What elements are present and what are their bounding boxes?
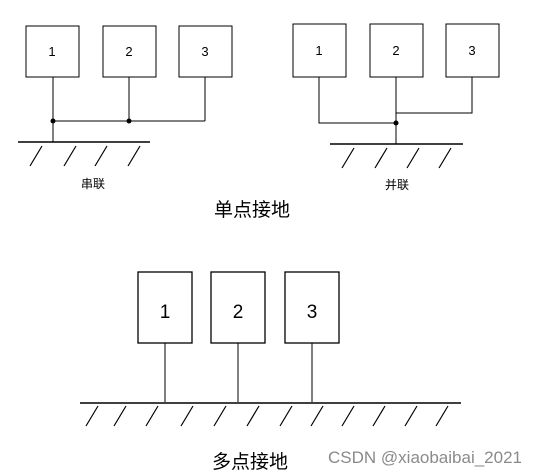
multi-point-title: 多点接地 — [212, 451, 288, 473]
series-ground-symbol — [18, 141, 150, 167]
series-box-2-label: 2 — [125, 44, 132, 59]
series-node-2 — [126, 118, 132, 124]
series-box-3-label: 3 — [201, 44, 208, 59]
parallel-node — [393, 120, 399, 126]
parallel-wire-1 — [318, 77, 396, 124]
parallel-box-3 — [445, 23, 500, 78]
parallel-box-2-label: 2 — [392, 43, 399, 58]
multi-box-3-label: 3 — [307, 302, 318, 323]
multi-box-1-label: 1 — [160, 302, 171, 323]
parallel-wire-3 — [396, 77, 473, 114]
csdn-watermark: CSDN @xiaobaibai_2021 — [328, 448, 522, 467]
parallel-caption: 并联 — [385, 178, 409, 192]
series-grounding: 1 2 3 串联 — [18, 25, 233, 191]
series-box-1-label: 1 — [48, 44, 55, 59]
series-box-1 — [25, 25, 80, 78]
parallel-box-1-label: 1 — [315, 43, 322, 58]
parallel-box-3-label: 3 — [468, 43, 475, 58]
multi-box-1 — [137, 271, 193, 344]
multi-ground-symbol — [80, 402, 461, 427]
single-point-title: 单点接地 — [214, 199, 290, 221]
multi-box-2-label: 2 — [233, 302, 244, 323]
series-caption: 串联 — [81, 177, 105, 191]
parallel-box-2 — [369, 23, 424, 78]
parallel-ground-symbol — [330, 143, 463, 169]
series-box-2 — [102, 25, 157, 78]
series-node-1 — [50, 118, 56, 124]
multi-box-2 — [210, 271, 266, 344]
multi-point-grounding: 1 2 3 — [80, 271, 461, 427]
parallel-box-1 — [292, 23, 347, 78]
parallel-grounding: 1 2 3 并联 — [292, 23, 500, 192]
series-box-3 — [178, 25, 233, 78]
